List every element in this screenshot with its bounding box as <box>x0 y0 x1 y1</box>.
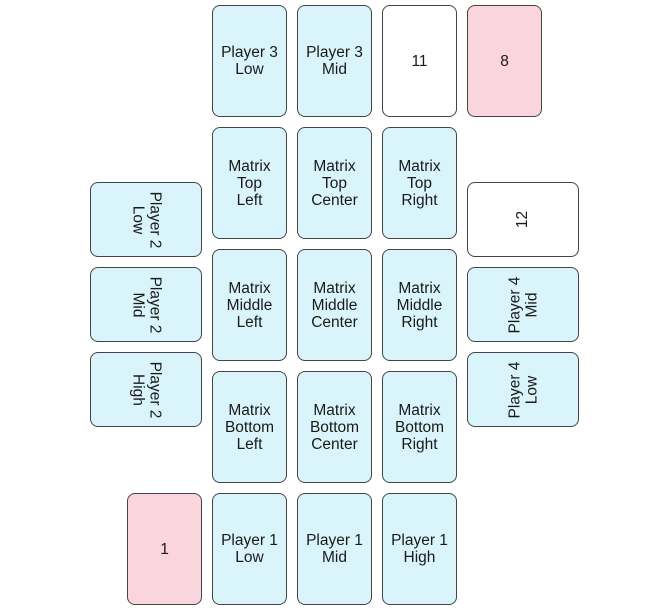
card-player2-low[interactable]: Player 2 Low <box>90 182 202 257</box>
card-label: Player 4 Low <box>506 361 540 418</box>
card-1[interactable]: 1 <box>127 493 202 605</box>
card-11[interactable]: 11 <box>382 5 457 117</box>
card-matrix-bottom-center[interactable]: Matrix Bottom Center <box>297 371 372 483</box>
card-matrix-bottom-left[interactable]: Matrix Bottom Left <box>212 371 287 483</box>
card-matrix-middle-left[interactable]: Matrix Middle Left <box>212 249 287 361</box>
card-label: Matrix Top Left <box>228 157 271 209</box>
card-player4-low[interactable]: Player 4 Low <box>467 352 579 427</box>
card-label: Player 3 Mid <box>306 44 363 78</box>
card-label: Player 1 Low <box>221 532 278 566</box>
card-player1-mid[interactable]: Player 1 Mid <box>297 493 372 605</box>
card-label: Player 2 Mid <box>129 276 163 333</box>
card-matrix-middle-right[interactable]: Matrix Middle Right <box>382 249 457 361</box>
card-matrix-bottom-right[interactable]: Matrix Bottom Right <box>382 371 457 483</box>
card-8[interactable]: 8 <box>467 5 542 117</box>
card-player2-mid[interactable]: Player 2 Mid <box>90 267 202 342</box>
card-label: Player 1 High <box>391 532 448 566</box>
card-matrix-top-right[interactable]: Matrix Top Right <box>382 127 457 239</box>
card-player3-low[interactable]: Player 3 Low <box>212 5 287 117</box>
card-player2-high[interactable]: Player 2 High <box>90 352 202 427</box>
card-label: Matrix Bottom Center <box>309 401 360 453</box>
card-12[interactable]: 12 <box>467 182 579 257</box>
card-label: Player 1 Mid <box>306 532 363 566</box>
card-player1-low[interactable]: Player 1 Low <box>212 493 287 605</box>
card-label: Player 2 High <box>129 361 163 418</box>
card-label: Player 3 Low <box>221 44 278 78</box>
card-player1-high[interactable]: Player 1 High <box>382 493 457 605</box>
card-label: Player 4 Mid <box>506 276 540 333</box>
card-label: 1 <box>160 540 169 558</box>
card-label: Matrix Top Right <box>398 157 441 209</box>
card-label: Player 2 Low <box>129 191 163 248</box>
card-label: Matrix Middle Center <box>311 279 358 331</box>
card-player3-mid[interactable]: Player 3 Mid <box>297 5 372 117</box>
card-label: Matrix Bottom Left <box>224 401 275 453</box>
card-player4-mid[interactable]: Player 4 Mid <box>467 267 579 342</box>
card-label: Matrix Top Center <box>311 157 358 209</box>
card-matrix-top-left[interactable]: Matrix Top Left <box>212 127 287 239</box>
card-label: Matrix Middle Left <box>226 279 273 331</box>
card-label: Matrix Bottom Right <box>394 401 445 453</box>
card-label: Matrix Middle Right <box>396 279 443 331</box>
card-label: 12 <box>514 210 532 229</box>
card-label: 11 <box>411 52 428 70</box>
card-matrix-top-center[interactable]: Matrix Top Center <box>297 127 372 239</box>
card-label: 8 <box>500 52 509 70</box>
card-matrix-middle-center[interactable]: Matrix Middle Center <box>297 249 372 361</box>
